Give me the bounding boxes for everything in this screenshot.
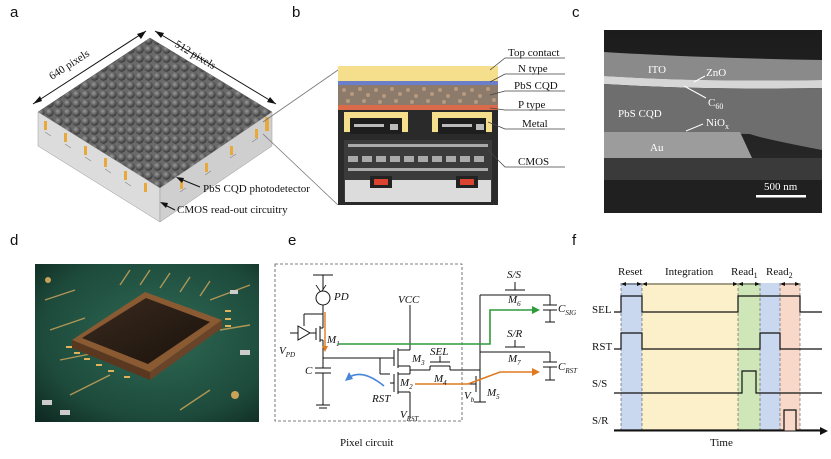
signal-sel: SEL <box>592 304 612 316</box>
label-crst: CRST <box>558 361 578 375</box>
panel-letter-c: c <box>572 4 580 21</box>
label-vcc: VCC <box>398 294 420 306</box>
phase-read1: Read1 <box>731 266 758 280</box>
band-read2-blue <box>760 283 780 431</box>
signal-path-orange <box>415 371 535 385</box>
pixel-array-right-face <box>159 111 273 223</box>
sem-ito-layer <box>604 52 822 81</box>
sem-label-c60: C60 <box>708 97 723 111</box>
label-sel: SEL <box>430 346 448 358</box>
sem-label-pbs: PbS CQD <box>618 108 662 120</box>
layer-label-metal: Metal <box>522 118 548 130</box>
layer-n-type <box>338 81 498 85</box>
panel-letter-e: e <box>288 232 297 249</box>
label-c: C <box>305 365 313 377</box>
panel-letter-f: f <box>572 232 577 249</box>
label-cmos-readout: CMOS read-out circuitry <box>177 204 288 216</box>
label-ss: S/S <box>507 269 522 281</box>
sem-label-ito: ITO <box>648 64 666 76</box>
waveform-sel <box>614 295 822 313</box>
label-m2: M2 <box>399 377 413 391</box>
signal-sr: S/R <box>592 415 609 427</box>
label-m1: M1 <box>326 334 340 348</box>
waveform-rst <box>614 332 822 350</box>
band-read1 <box>738 283 760 431</box>
label-m3: M3 <box>411 353 425 367</box>
label-photodetector: PbS CQD photodetector <box>203 183 310 195</box>
waveform-sr <box>614 409 822 431</box>
sem-label-zno: ZnO <box>706 67 726 79</box>
label-m6: M6 <box>507 294 521 308</box>
label-sr: S/R <box>507 328 523 340</box>
sem-label-nio: NiOx <box>706 117 729 131</box>
pixel-circuit-caption: Pixel circuit <box>340 437 393 449</box>
dimension-arrow-640 <box>32 30 147 105</box>
phase-read2: Read2 <box>766 266 793 280</box>
signal-ss: S/S <box>592 378 607 390</box>
layer-label-cmos: CMOS <box>518 156 549 168</box>
label-vb: Vb <box>464 390 475 404</box>
band-read2 <box>780 283 800 431</box>
panel-letter-b: b <box>292 4 301 21</box>
sem-au-electrode <box>604 132 752 158</box>
waveform-ss <box>614 370 822 394</box>
label-m5: M5 <box>486 387 500 401</box>
layer-top-contact <box>338 66 498 81</box>
panel-letter-d: d <box>10 232 19 249</box>
label-vrst: VRST <box>400 409 420 423</box>
label-csig: CSIG <box>558 303 576 317</box>
phase-reset: Reset <box>618 266 642 278</box>
orange-contacts <box>44 117 269 192</box>
label-rst: RST <box>371 393 391 405</box>
panel-letter-a: a <box>10 4 19 21</box>
band-reset <box>621 283 642 431</box>
layer-p-type <box>338 105 498 110</box>
layer-label-n-type: N type <box>518 63 548 75</box>
signal-path-green <box>338 309 535 345</box>
pixel-circuit-boundary <box>274 263 463 422</box>
label-vpd: VPD <box>279 345 295 359</box>
sem-scalebar <box>756 195 806 198</box>
phase-integration: Integration <box>665 266 714 278</box>
time-axis-label: Time <box>710 437 733 449</box>
layer-label-pbs-cqd: PbS CQD <box>514 80 558 92</box>
label-pd: PD <box>333 291 349 303</box>
signal-rst: RST <box>592 341 612 353</box>
layer-label-p-type: P type <box>518 99 546 111</box>
sem-scalebar-label: 500 nm <box>764 181 798 193</box>
band-integration <box>642 283 738 431</box>
sem-label-au: Au <box>650 142 664 154</box>
label-m4: M4 <box>433 373 447 387</box>
layer-label-top-contact: Top contact <box>508 47 559 59</box>
dimension-arrow-512 <box>154 30 277 105</box>
label-m7: M7 <box>507 353 521 367</box>
sem-pbs-layer <box>604 84 822 150</box>
